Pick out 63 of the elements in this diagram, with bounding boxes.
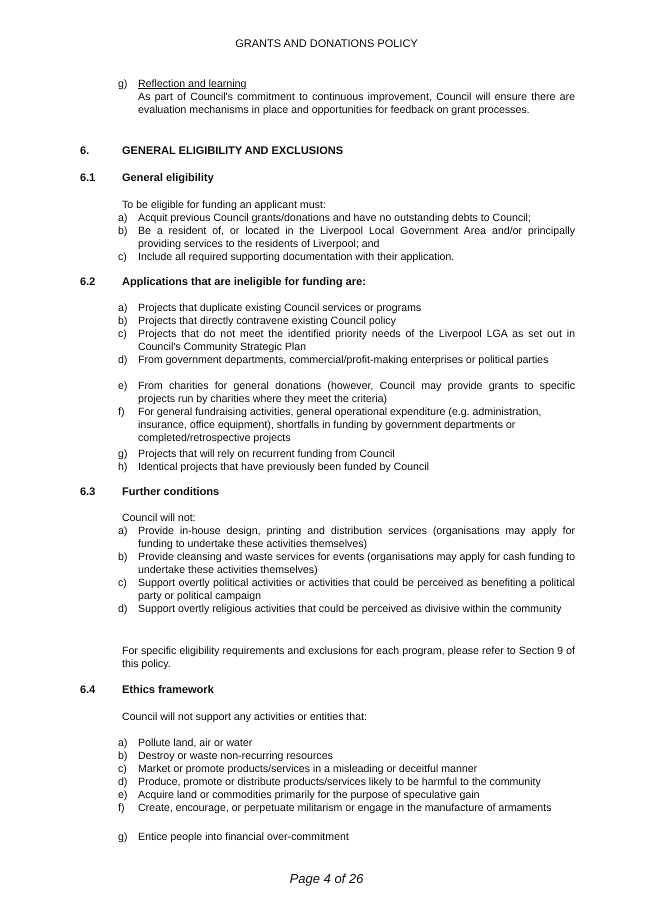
subheading: Reflection and learning	[138, 78, 246, 91]
list-marker: d)	[118, 776, 128, 789]
list-marker: b)	[118, 750, 128, 763]
list-marker: c)	[118, 763, 128, 776]
list-marker: g)	[118, 78, 128, 91]
list-marker: f)	[118, 406, 126, 419]
list-marker: a)	[118, 737, 128, 750]
list-marker: d)	[118, 603, 128, 616]
list-item-text: Identical projects that have previously been funded by Council	[138, 461, 430, 474]
list-item-text: From charities for general donations (however, Council may provide grants to specific projects run by charities where they meet the criteria)	[138, 380, 575, 406]
list-marker: c)	[118, 577, 128, 590]
list-item-text: Pollute land, air or water	[138, 737, 254, 750]
list-marker: h)	[118, 461, 128, 474]
list-marker: b)	[118, 225, 128, 238]
list-item-text: For general fundraising activities, general operational expenditure (e.g. administration, insurance, office equipment), shortfalls in funding by government departments or completed/retrospective projects	[138, 406, 542, 445]
section-number: 6.1	[80, 172, 96, 185]
list-item-text: Acquire land or commodities primarily for the purpose of speculative gain	[138, 789, 481, 802]
list-marker: b)	[118, 551, 128, 564]
list-marker: c)	[118, 251, 128, 264]
list-marker: g)	[118, 448, 128, 461]
list-item-text: Be a resident of, or located in the Liverpool Local Government Area and/or principally providing services to the residents of Liverpool; and	[138, 225, 575, 251]
section-number: 6.4	[80, 684, 96, 697]
list-marker: g)	[118, 831, 128, 844]
section-heading: GENERAL ELIGIBILITY AND EXCLUSIONS	[122, 145, 344, 158]
paragraph: For specific eligibility requirements and exclusions for each program, please refer to Section 9 of this policy.	[122, 645, 575, 671]
paragraph: Council will not:	[122, 512, 197, 525]
list-item-text: Support overtly religious activities that could be perceived as divisive within the community	[138, 603, 562, 616]
list-marker: a)	[118, 212, 128, 225]
paragraph: Council will not support any activities or entities that:	[122, 711, 368, 724]
list-item-text: Market or promote products/services in a misleading or deceitful manner	[138, 763, 478, 776]
list-marker: a)	[118, 302, 128, 315]
list-marker: c)	[118, 328, 128, 341]
list-item-text: Create, encourage, or perpetuate militarism or engage in the manufacture of armaments	[138, 802, 552, 815]
list-marker: e)	[118, 789, 128, 802]
list-item-text: Produce, promote or distribute products/services likely to be harmful to the community	[138, 776, 542, 789]
paragraph: As part of Council's commitment to continuous improvement, Council will ensure there are evaluation mechanisms in place and opportunities for feedback on grant processes.	[138, 91, 575, 117]
section-heading: Ethics framework	[122, 684, 215, 697]
section-number: 6.2	[80, 276, 96, 289]
section-heading: Further conditions	[122, 486, 220, 499]
section-number: 6.3	[80, 486, 96, 499]
list-item-text: Projects that do not meet the identified priority needs of the Liverpool LGA as set out in Council's Community Strategic Plan	[138, 328, 575, 354]
list-item-text: Destroy or waste non-recurring resources	[138, 750, 334, 763]
list-item-text: Projects that will rely on recurrent funding from Council	[138, 448, 396, 461]
list-item-text: Entice people into financial over-commitment	[138, 831, 350, 844]
page-header: GRANTS AND DONATIONS POLICY	[234, 38, 419, 51]
list-item-text: From government departments, commercial/profit-making enterprises or political parties	[138, 354, 550, 367]
list-item-text: Acquit previous Council grants/donations and have no outstanding debts to Council;	[138, 212, 532, 225]
list-marker: b)	[118, 315, 128, 328]
list-item-text: Support overtly political activities or activities that could be perceived as benefiting a political party or political campaign	[138, 577, 575, 603]
list-marker: e)	[118, 380, 128, 393]
list-marker: f)	[118, 802, 126, 815]
list-marker: d)	[118, 354, 128, 367]
list-item-text: Include all required supporting documentation with their application.	[138, 251, 456, 264]
list-item-text: Provide in-house design, printing and distribution services (organisations may apply for funding to undertake these activities themselves)	[138, 525, 575, 551]
paragraph: To be eligible for funding an applicant must:	[122, 199, 327, 212]
section-heading: Applications that are ineligible for funding are:	[122, 276, 367, 289]
section-heading: General eligibility	[122, 172, 215, 185]
list-marker: a)	[118, 525, 128, 538]
list-item-text: Provide cleansing and waste services for events (organisations may apply for cash funding to undertake these activities themselves)	[138, 551, 575, 577]
section-number: 6.	[80, 145, 90, 158]
page-number: Page 4 of 26	[288, 872, 364, 885]
list-item-text: Projects that duplicate existing Council services or programs	[138, 302, 422, 315]
list-item-text: Projects that directly contravene existing Council policy	[138, 315, 397, 328]
